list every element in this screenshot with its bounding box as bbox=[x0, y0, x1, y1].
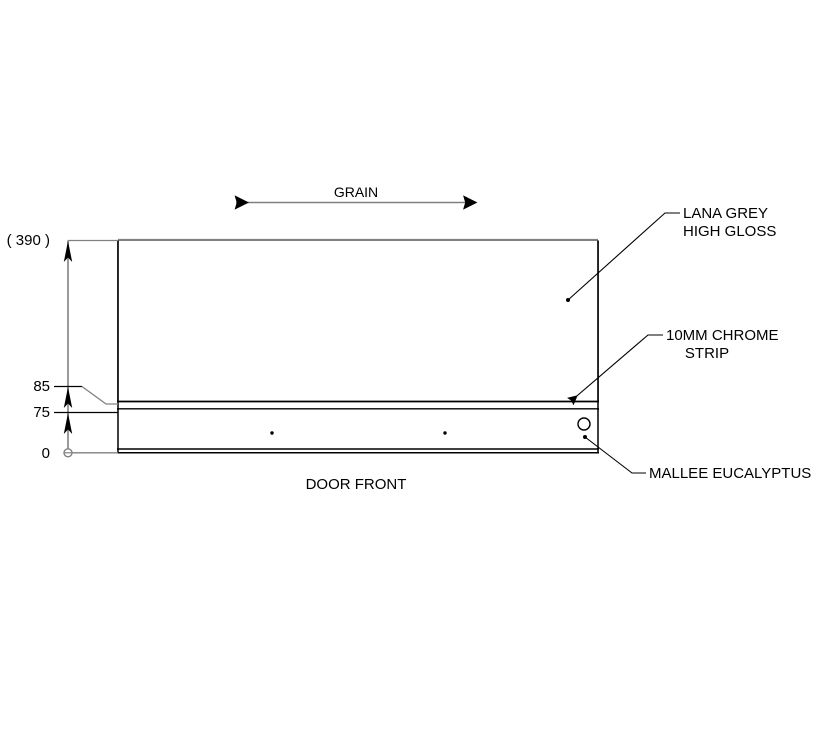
fixing-dot-right bbox=[443, 431, 447, 435]
door-front-body bbox=[117, 238, 599, 454]
grain-direction-indicator: GRAIN bbox=[234, 184, 478, 210]
leader-line-mallee-eucalyptus bbox=[584, 436, 646, 474]
dimension-label-0: 0 bbox=[42, 445, 50, 462]
fixing-dot-left bbox=[270, 431, 274, 435]
leader-line-lana-grey bbox=[567, 212, 680, 301]
chrome-strip-band bbox=[117, 400, 599, 410]
dimension-label-75: 75 bbox=[33, 404, 50, 421]
callout-label-mallee-eucalyptus: MALLEE EUCALYPTUS bbox=[649, 465, 811, 482]
lower-panel bbox=[117, 409, 599, 454]
callout-label-chrome-strip-line2: STRIP bbox=[685, 345, 729, 362]
vertical-dimension-chain: ( 390 ) 85 75 0 bbox=[7, 232, 118, 462]
view-caption-door-front: DOOR FRONT bbox=[306, 476, 407, 493]
callout-lana-grey-high-gloss: LANA GREY HIGH GLOSS bbox=[566, 205, 776, 302]
callout-mallee-eucalyptus: MALLEE EUCALYPTUS bbox=[583, 435, 811, 482]
upper-panel-face bbox=[118, 241, 598, 401]
callout-label-lana-grey-line2: HIGH GLOSS bbox=[683, 223, 776, 240]
arrowhead-85 bbox=[63, 387, 73, 408]
callout-label-lana-grey-line1: LANA GREY bbox=[683, 205, 768, 222]
dimension-label-85: 85 bbox=[33, 378, 50, 395]
arrowhead-75 bbox=[63, 413, 73, 434]
callout-chrome-strip: 10MM CHROME STRIP bbox=[567, 327, 779, 406]
grain-label: GRAIN bbox=[334, 184, 378, 200]
handle-hole-circle bbox=[577, 417, 591, 431]
leader-line-chrome-strip bbox=[567, 334, 663, 406]
callout-label-chrome-strip-line1: 10MM CHROME bbox=[666, 327, 779, 344]
dimension-label-overall-height: ( 390 ) bbox=[7, 232, 50, 249]
leader-85-to-chrome-strip bbox=[81, 385, 118, 405]
arrowhead-390 bbox=[63, 241, 73, 262]
lower-panel-face bbox=[118, 409, 598, 450]
